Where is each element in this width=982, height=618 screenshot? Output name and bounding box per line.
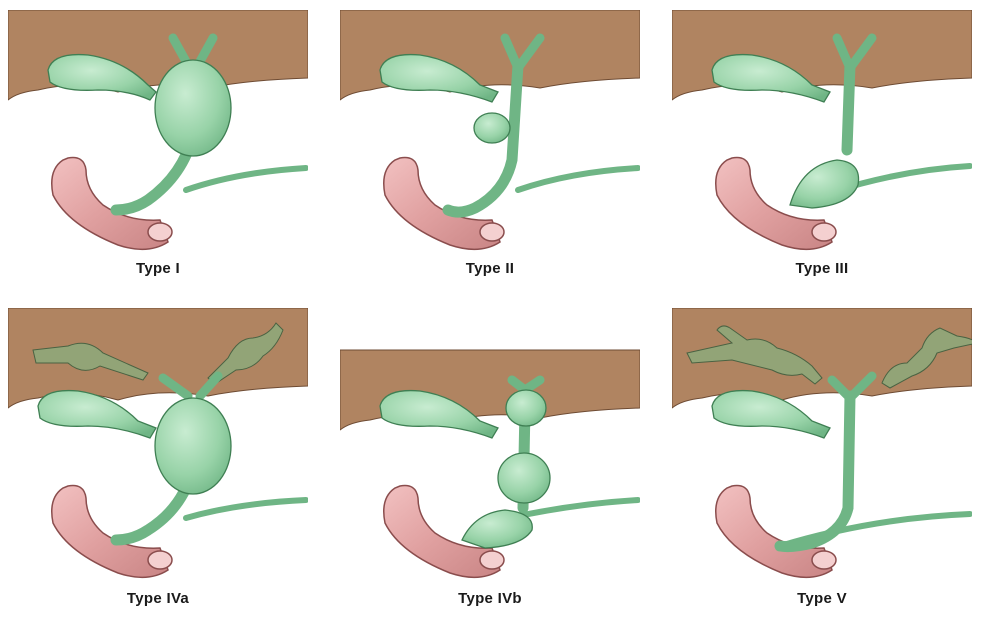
common-bile-duct bbox=[847, 65, 850, 150]
choledochocele bbox=[462, 510, 532, 548]
gallbladder bbox=[38, 391, 156, 438]
caption: Type I bbox=[8, 260, 308, 277]
panel-type-i: Type I bbox=[8, 10, 308, 310]
pancreatic-duct bbox=[186, 500, 306, 518]
liver bbox=[672, 10, 972, 100]
diverticulum bbox=[474, 113, 510, 143]
panel-type-ii: Type II bbox=[340, 10, 640, 310]
pancreatic-duct bbox=[186, 168, 306, 190]
type-ivb-diagram bbox=[340, 308, 640, 608]
cyst-upper bbox=[506, 390, 546, 426]
caption: Type IVb bbox=[340, 590, 640, 607]
cyst bbox=[155, 398, 231, 494]
panel-type-v: Type V bbox=[672, 308, 972, 608]
caption: Type III bbox=[672, 260, 972, 277]
duodenum-lumen bbox=[480, 551, 504, 569]
panel-type-ivb: Type IVb bbox=[340, 308, 640, 608]
liver bbox=[340, 10, 640, 100]
type-v-diagram bbox=[672, 308, 972, 608]
panel-type-iva: Type IVa bbox=[8, 308, 308, 608]
duodenum-lumen bbox=[148, 551, 172, 569]
choledochocele bbox=[790, 160, 859, 208]
duodenum-lumen bbox=[480, 223, 504, 241]
panel-type-iii: Type III bbox=[672, 10, 972, 310]
gallbladder bbox=[712, 391, 830, 438]
pancreatic-duct bbox=[518, 168, 638, 190]
duodenum-lumen bbox=[812, 223, 836, 241]
liver bbox=[8, 10, 308, 100]
duodenum-lumen bbox=[812, 551, 836, 569]
cyst bbox=[155, 60, 231, 156]
caption: Type V bbox=[672, 590, 972, 607]
duodenum-lumen bbox=[148, 223, 172, 241]
type-iva-diagram bbox=[8, 308, 308, 608]
caption: Type IVa bbox=[8, 590, 308, 607]
caption: Type II bbox=[340, 260, 640, 277]
cyst-middle bbox=[498, 453, 550, 503]
